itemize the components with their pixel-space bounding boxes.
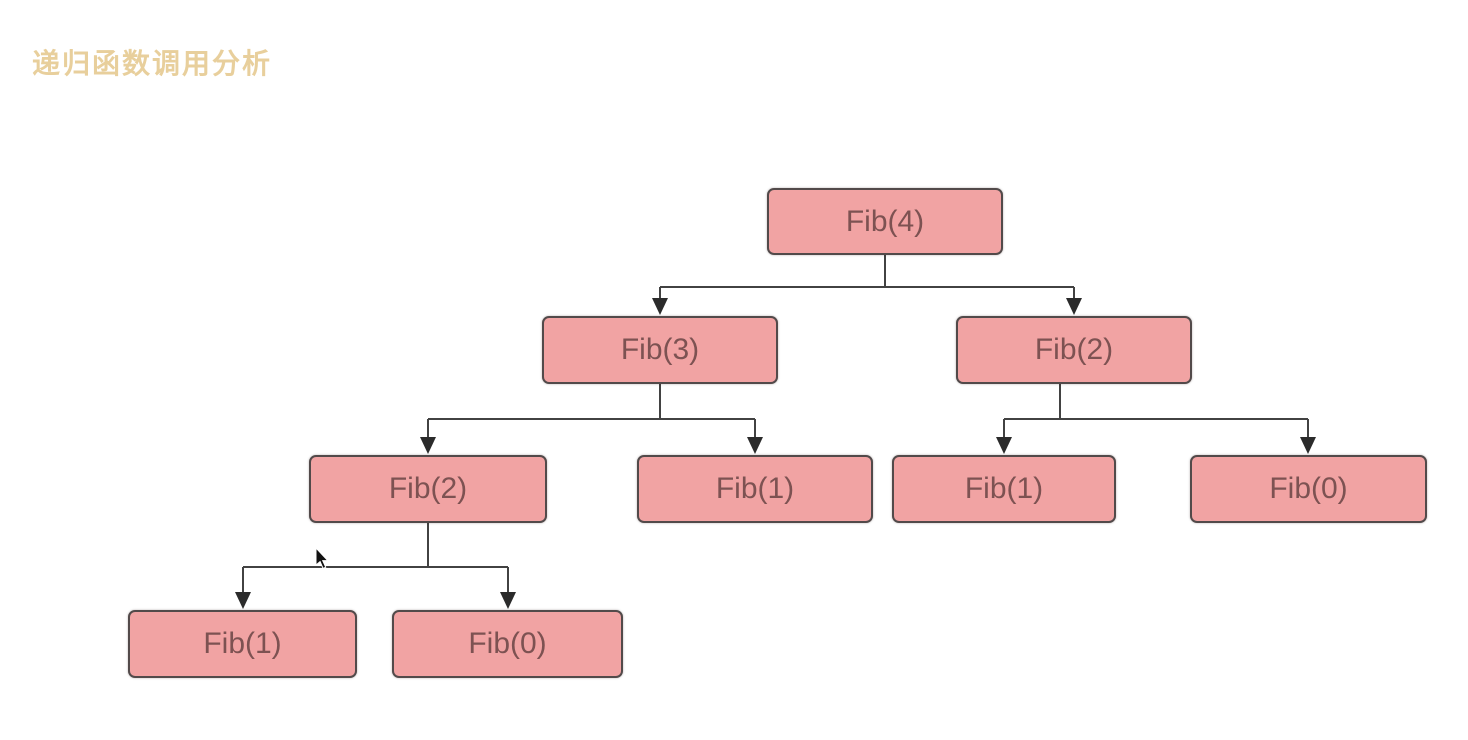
tree-node-fib4: Fib(4) xyxy=(767,188,1003,255)
arrowhead xyxy=(1066,298,1082,315)
connector-fib4-children xyxy=(652,255,1082,315)
arrowhead xyxy=(1300,437,1316,454)
tree-node-label: Fib(4) xyxy=(845,204,925,238)
tree-node-label: Fib(0) xyxy=(468,627,547,660)
arrowhead xyxy=(996,437,1012,454)
arrowhead xyxy=(747,437,763,454)
tree-node-label: Fib(0) xyxy=(1269,472,1348,505)
arrowhead xyxy=(500,592,516,609)
page-title: 递归函数调用分析 xyxy=(32,48,273,79)
tree-node-label: Fib(3) xyxy=(620,333,700,366)
tree-node-fib2-left: Fib(2) xyxy=(309,455,547,523)
tree-node-fib0-bottom: Fib(0) xyxy=(392,610,623,678)
mouse-cursor-icon xyxy=(315,546,329,570)
tree-node-label: Fib(1) xyxy=(964,472,1044,505)
connector-fib2r-children xyxy=(996,384,1316,454)
arrowhead xyxy=(420,437,436,454)
tree-node-fib3: Fib(3) xyxy=(542,316,778,384)
tree-node-fib2-right: Fib(2) xyxy=(956,316,1192,384)
tree-node-fib1-bottom: Fib(1) xyxy=(128,610,357,678)
tree-node-fib1-mid: Fib(1) xyxy=(637,455,873,523)
tree-node-label: Fib(1) xyxy=(715,472,795,505)
tree-node-fib1-right: Fib(1) xyxy=(892,455,1116,523)
connector-fib2l-children xyxy=(235,523,516,609)
arrowhead xyxy=(652,298,668,315)
tree-node-label: Fib(2) xyxy=(388,472,468,505)
tree-node-label: Fib(2) xyxy=(1034,333,1114,366)
arrowhead xyxy=(235,592,251,609)
tree-node-fib0-right: Fib(0) xyxy=(1190,455,1427,523)
tree-node-label: Fib(1) xyxy=(203,627,282,660)
connector-fib3-children xyxy=(420,384,763,454)
